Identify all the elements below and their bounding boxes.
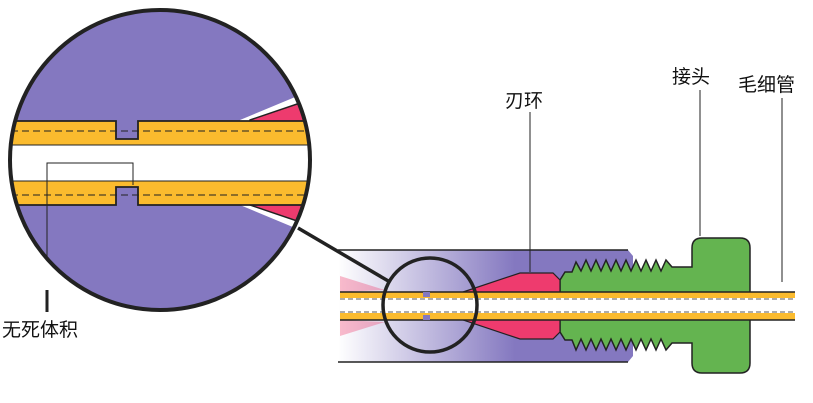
magnifier-large <box>8 8 312 312</box>
label-dead-volume: 无死体积 <box>2 319 79 341</box>
label-fitting: 接头 <box>672 66 711 88</box>
magnifier-small <box>381 256 479 354</box>
label-capillary: 毛细管 <box>738 74 796 96</box>
label-ferrule: 刃环 <box>505 90 544 112</box>
magnified-view <box>10 10 310 310</box>
